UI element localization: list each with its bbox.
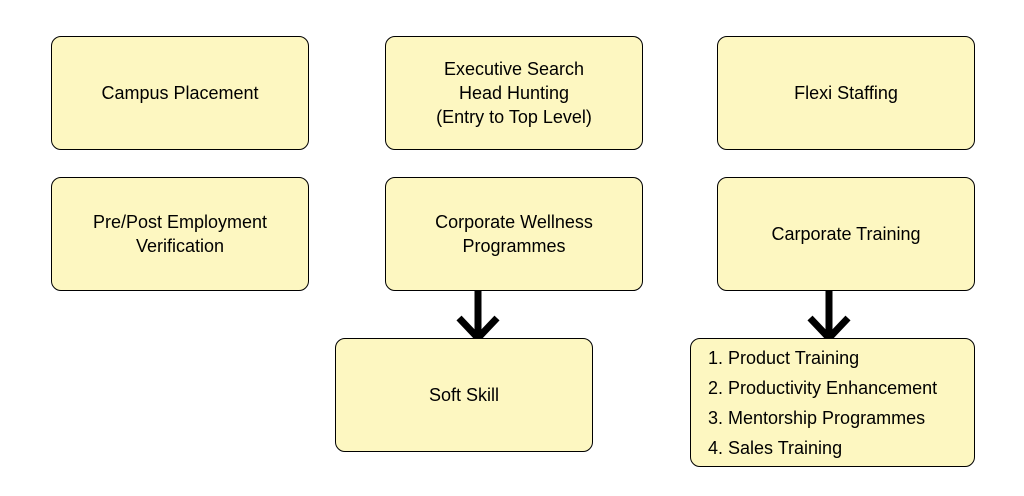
node-label-line-2: Head Hunting <box>458 83 570 103</box>
node-training-list: 1. Product Training 2. Productivity Enha… <box>690 338 975 467</box>
arrow-wellness-to-softskill <box>456 290 500 344</box>
list-item: 1. Product Training <box>708 347 860 368</box>
node-corporate-training: Carporate Training <box>717 177 975 291</box>
node-label: Carporate Training <box>771 224 921 244</box>
node-corporate-wellness: Corporate Wellness Programmes <box>385 177 643 291</box>
node-label: Flexi Staffing <box>794 83 898 103</box>
node-soft-skill: Soft Skill <box>335 338 593 452</box>
node-campus-placement: Campus Placement <box>51 36 309 150</box>
node-label-line-2: Programmes <box>462 236 566 256</box>
node-label-line-2: Verification <box>135 236 225 256</box>
node-label-line-1: Corporate Wellness <box>435 212 593 232</box>
node-label-line-1: Pre/Post Employment <box>92 212 268 232</box>
node-executive-search: Executive Search Head Hunting (Entry to … <box>385 36 643 150</box>
list-item: 2. Productivity Enhancement <box>708 377 938 398</box>
node-label: Soft Skill <box>428 385 500 405</box>
node-label: Campus Placement <box>101 83 259 103</box>
list-item: 4. Sales Training <box>708 437 843 458</box>
node-label-line-3: (Entry to Top Level) <box>436 107 592 127</box>
arrow-down-icon <box>807 290 851 344</box>
node-flexi-staffing: Flexi Staffing <box>717 36 975 150</box>
node-label-line-1: Executive Search <box>443 59 585 79</box>
arrow-down-icon <box>456 290 500 344</box>
arrow-training-to-list <box>807 290 851 344</box>
node-employment-verification: Pre/Post Employment Verification <box>51 177 309 291</box>
list-item: 3. Mentorship Programmes <box>708 407 926 428</box>
